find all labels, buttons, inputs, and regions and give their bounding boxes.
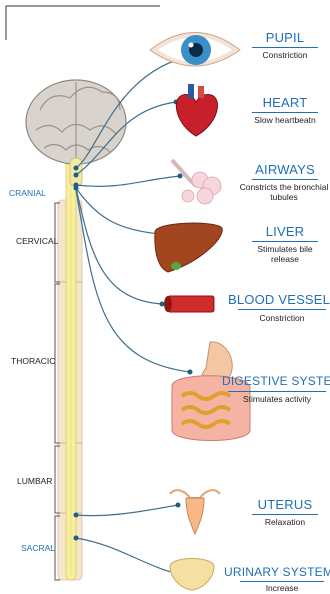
divider-blood-vessels <box>238 309 326 310</box>
liver-icon <box>155 223 222 272</box>
organ-title-uterus: UTERUS <box>250 497 320 512</box>
organ-effect-airways: Constricts the bronchial tubules <box>238 182 330 202</box>
blood-vessel-icon <box>164 296 214 312</box>
organ-title-heart: HEART <box>255 95 315 110</box>
region-label-cervical: CERVICAL <box>16 236 58 246</box>
divider-pupil <box>252 47 318 48</box>
region-label-thoracic: THORACIC <box>11 356 55 366</box>
region-label-cranial: CRANIAL <box>9 188 46 198</box>
organ-effect-pupil: Constriction <box>248 50 322 60</box>
organ-effect-uterus: Relaxation <box>252 517 318 527</box>
divider-liver <box>252 241 318 242</box>
nerve-blood-vessels <box>76 188 162 304</box>
region-label-sacral: SACRAL <box>21 543 55 553</box>
eye-icon <box>150 33 240 67</box>
organ-effect-urinary: Increase <box>240 583 324 593</box>
region-label-lumbar: LUMBAR <box>17 476 52 486</box>
nerve-uterus <box>76 505 178 516</box>
nerve-digestive <box>76 190 190 372</box>
organ-title-liver: LIVER <box>255 224 315 239</box>
organ-effect-digestive: Stimulates activity <box>230 394 324 404</box>
divider-uterus <box>252 514 318 515</box>
organ-effect-heart: Slow heartbeatn <box>243 115 327 125</box>
organ-title-pupil: PUPIL <box>255 30 315 45</box>
organ-title-urinary: URINARY SYSTEM <box>224 565 328 579</box>
urinary-bladder-icon <box>170 559 214 591</box>
organ-effect-liver: Stimulates bile release <box>252 244 318 264</box>
bronchial-tubules-icon <box>172 160 221 204</box>
nerve-airways <box>76 176 180 186</box>
divider-airways <box>252 179 318 180</box>
divider-urinary <box>240 581 324 582</box>
divider-digestive <box>228 391 326 392</box>
organ-title-digestive: DIGESTIVE SYSTEM <box>222 374 328 388</box>
nerve-urinary <box>76 538 185 575</box>
nerve-liver <box>76 188 160 234</box>
organ-title-airways: AIRWAYS <box>245 162 325 177</box>
organ-effect-blood-vessels: Constriction <box>238 313 326 323</box>
uterus-icon <box>170 490 220 534</box>
divider-heart <box>252 112 318 113</box>
organ-title-blood-vessels: BLOOD VESSELS <box>228 292 328 307</box>
heart-icon <box>176 84 217 136</box>
